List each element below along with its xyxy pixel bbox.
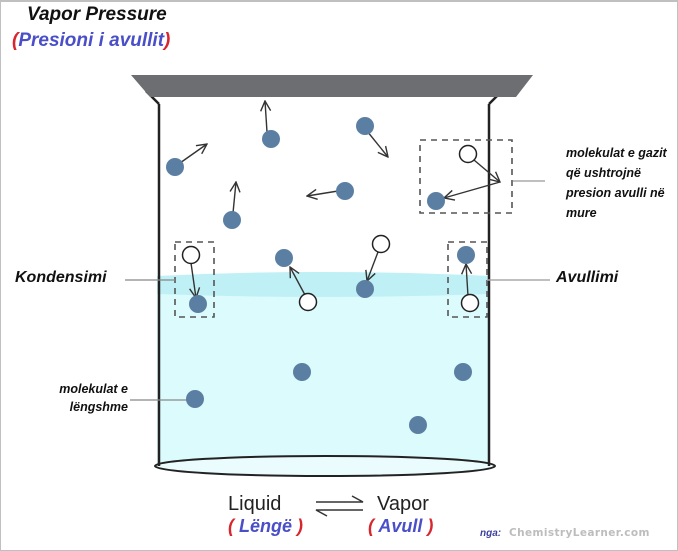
motion-arrow: [366, 130, 388, 157]
condensed-molecule: [189, 295, 207, 313]
subtitle-open-paren: (: [12, 30, 19, 51]
evaporation-label: Avullimi: [556, 269, 619, 286]
gas-molecule: [262, 130, 280, 148]
motion-arrow: [473, 159, 500, 182]
equation-liquid: Liquid: [228, 493, 282, 515]
liquid-body: [157, 280, 490, 465]
evaporating-molecule: [457, 246, 475, 264]
open-paren: (: [368, 516, 374, 536]
vapor-molecule: [460, 293, 480, 313]
gas-molecule: [356, 117, 374, 135]
gas-pressure-box: [419, 139, 513, 214]
credit-prefix: nga:: [480, 528, 502, 539]
gas-molecules-label: molekulat e gazit që ushtrojnë presion a…: [566, 146, 667, 220]
motion-arrow: [191, 262, 196, 298]
liquid-molecule: [293, 363, 311, 381]
beaker-base: [154, 455, 496, 477]
liquid-molecule: [186, 390, 204, 408]
gas-molecule: [427, 192, 445, 210]
motion-arrow: [265, 101, 267, 133]
equation-vapor: Vapor: [377, 493, 429, 515]
liquid-surface-band: [157, 272, 490, 297]
vapor-molecule: [458, 144, 478, 164]
liquid-molecules-label: molekulat e lëngshme: [59, 382, 128, 414]
liquid-molecule: [454, 363, 472, 381]
open-paren: (: [228, 516, 234, 536]
gas-molecule: [336, 182, 354, 200]
motion-arrow: [367, 251, 379, 281]
motion-arrow: [233, 182, 236, 214]
credit-source: ChemistryLearner.com: [509, 527, 650, 539]
evaporation-box: [447, 241, 488, 318]
gas-molecule: [275, 249, 293, 267]
close-paren: ): [427, 516, 434, 536]
beaker-lid: [131, 75, 533, 97]
motion-arrow: [466, 264, 468, 297]
liquid-molecule: [409, 416, 427, 434]
vapor-molecule: [371, 234, 391, 254]
vapor-molecule: [298, 292, 318, 312]
equilibrium-arrows: [315, 495, 364, 517]
subtitle: (Presioni i avullit): [12, 30, 170, 52]
subtitle-close-paren: ): [164, 30, 171, 51]
vapor-molecule: [181, 245, 201, 265]
motion-arrow: [179, 144, 207, 164]
vapor-translation: ( Avull ): [368, 516, 433, 537]
liquid-translation: ( Lëngë ): [228, 516, 303, 537]
condensation-label: Kondensimi: [15, 269, 107, 286]
close-paren: ): [297, 516, 304, 536]
title: Vapor Pressure: [27, 4, 167, 25]
liquid-translation-text: Lëngë: [234, 516, 298, 536]
motion-arrow: [307, 191, 339, 196]
gas-molecule: [223, 211, 241, 229]
motion-arrow: [290, 267, 306, 296]
subtitle-text: Presioni i avullit: [18, 30, 165, 51]
vapor-translation-text: Avull: [374, 516, 428, 536]
condensed-molecule: [356, 280, 374, 298]
motion-arrow: [444, 181, 501, 198]
gas-molecule: [166, 158, 184, 176]
